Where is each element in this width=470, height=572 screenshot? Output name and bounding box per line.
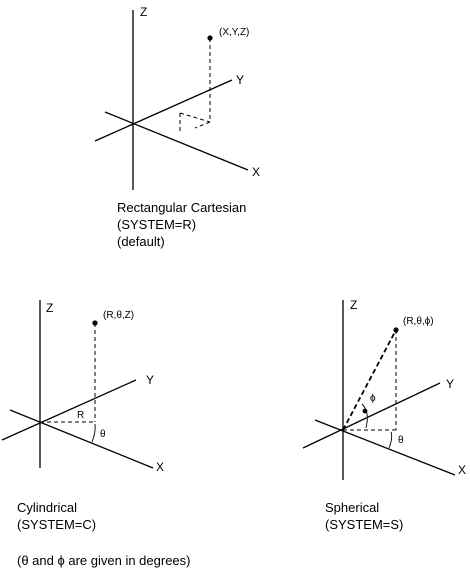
sph-theta-label: θ xyxy=(398,435,404,446)
rect-z-label: Z xyxy=(140,5,147,19)
rect-point-label: (X,Y,Z) xyxy=(219,27,249,38)
sph-point-label: (R,θ,ϕ) xyxy=(403,316,434,327)
rectangular-diagram: Z Y X (X,Y,Z) Rectangular Cartesian (SYS… xyxy=(94,5,260,249)
cyl-point-label: (R,θ,Z) xyxy=(103,310,134,321)
sph-theta-arc xyxy=(388,431,393,449)
cyl-point xyxy=(92,320,98,326)
rect-y-label: Y xyxy=(236,73,244,87)
sph-y-label: Y xyxy=(446,377,454,391)
rect-caption-line-2: (SYSTEM=R) xyxy=(117,217,196,232)
spherical-diagram: Z Y X (R,θ,ϕ) ϕ θ Spherical (SYSTEM=S) xyxy=(302,298,466,532)
cyl-z-label: Z xyxy=(46,301,53,315)
cylindrical-diagram: Z Y X (R,θ,Z) R θ Cylindrical (SYSTEM=C) xyxy=(1,300,164,532)
sph-x-axis xyxy=(314,419,456,476)
cyl-x-label: X xyxy=(156,460,164,474)
sph-y-axis xyxy=(302,382,441,449)
sph-point xyxy=(393,327,399,333)
cyl-x-axis xyxy=(9,409,154,469)
rect-y-axis xyxy=(94,79,233,142)
sph-caption-line-1: Spherical xyxy=(325,500,379,515)
rect-caption-line-3: (default) xyxy=(117,234,165,249)
rect-point xyxy=(207,35,213,41)
cyl-caption-line-1: Cylindrical xyxy=(17,500,77,515)
sph-radius-marker xyxy=(362,408,368,414)
rect-x-axis xyxy=(104,111,249,171)
cyl-y-label: Y xyxy=(146,373,154,387)
rect-projection-x xyxy=(194,121,211,129)
sph-z-label: Z xyxy=(350,298,357,312)
sph-phi-label: ϕ xyxy=(370,393,376,404)
rect-projection-y xyxy=(179,112,211,123)
rect-caption-line-1: Rectangular Cartesian xyxy=(117,200,246,215)
sph-radius-line xyxy=(342,329,397,431)
sph-x-label: X xyxy=(458,463,466,477)
cyl-r-label: R xyxy=(77,410,84,421)
cyl-caption-line-2: (SYSTEM=C) xyxy=(17,517,96,532)
cyl-y-axis xyxy=(1,379,137,441)
sph-phi-arc xyxy=(361,403,368,429)
sph-caption-line-2: (SYSTEM=S) xyxy=(325,517,403,532)
rect-x-label: X xyxy=(252,165,260,179)
cyl-theta-label: θ xyxy=(100,429,106,440)
angle-units-note: (θ and ϕ are given in degrees) xyxy=(17,553,191,568)
cyl-theta-arc xyxy=(91,423,96,443)
